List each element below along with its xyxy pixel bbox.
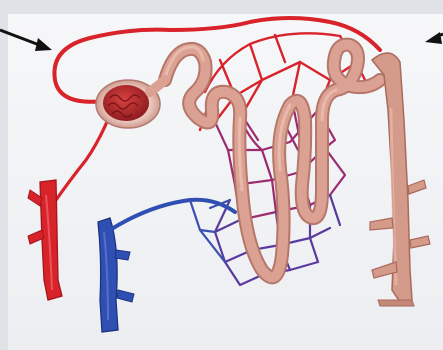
- nephron-diagram: [0, 0, 443, 350]
- nephron-illustration: [0, 0, 443, 350]
